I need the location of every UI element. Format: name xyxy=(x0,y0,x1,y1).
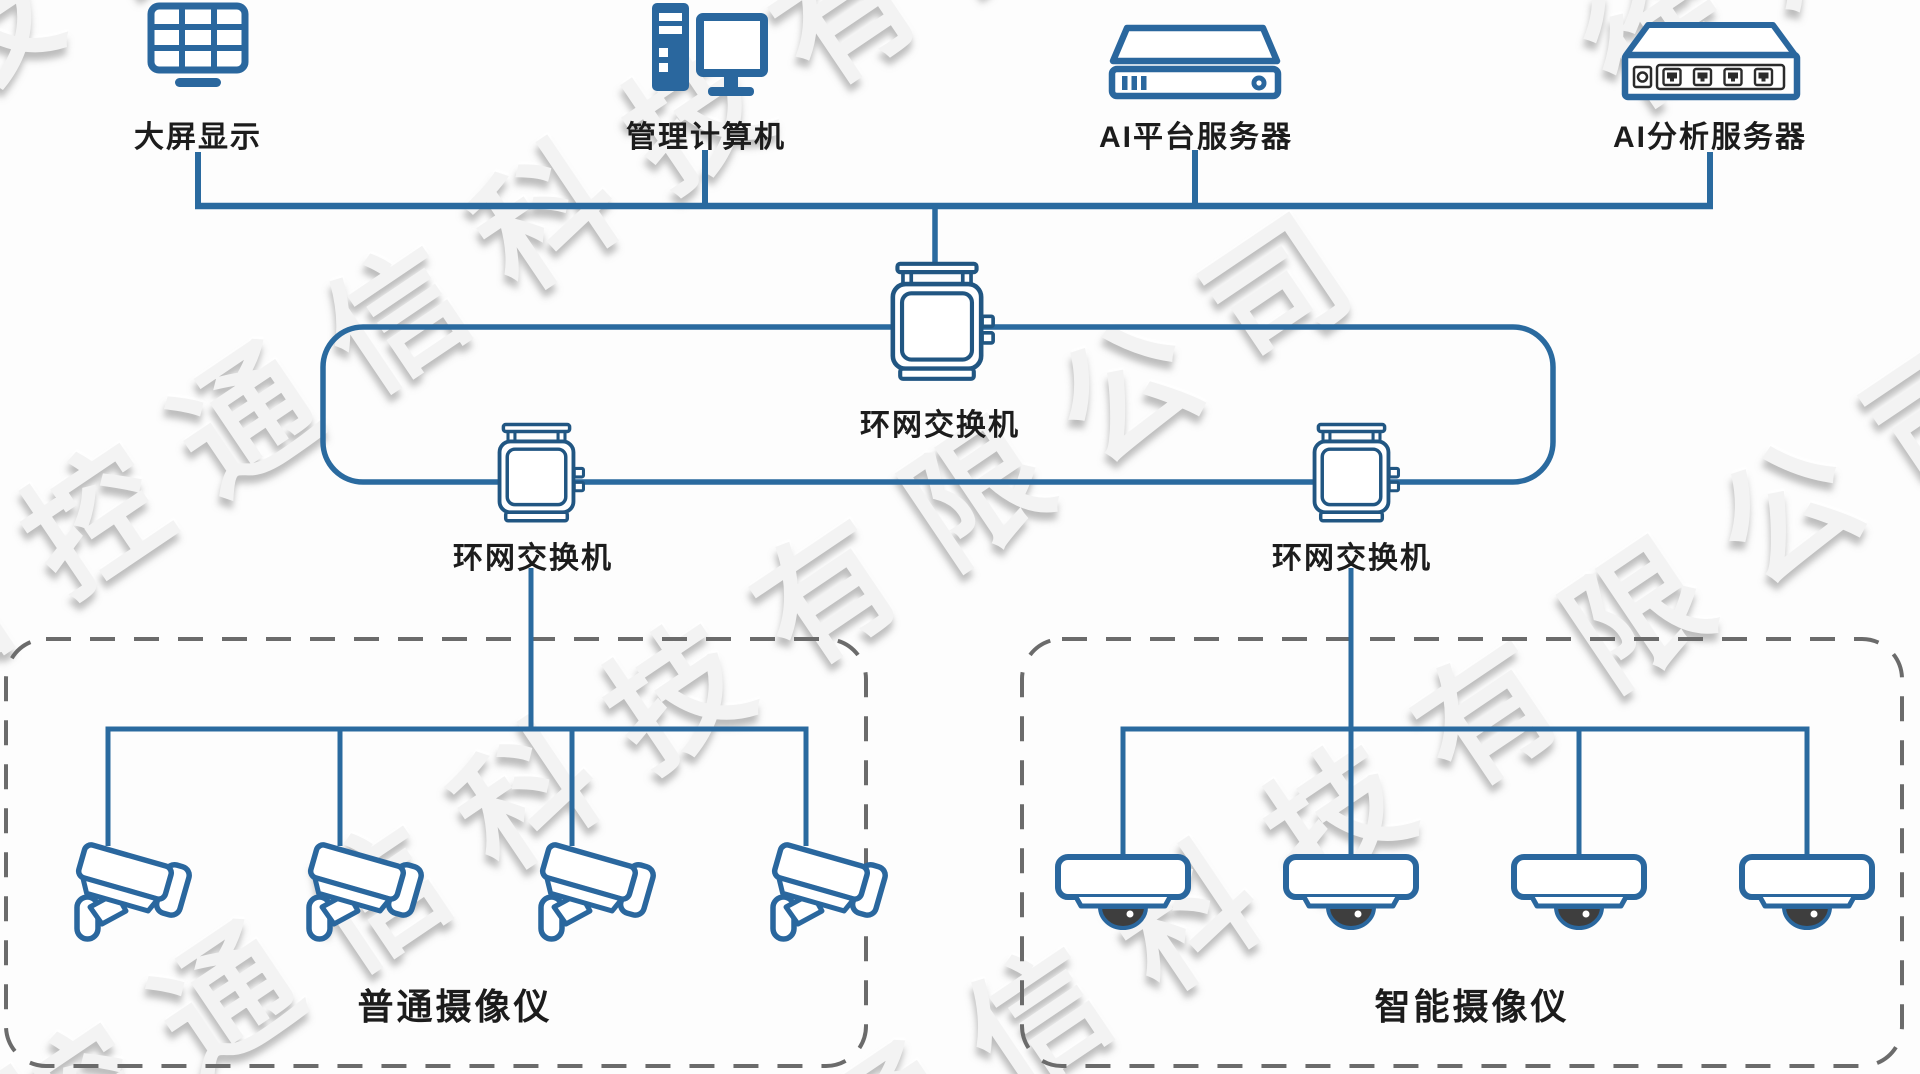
dome-camera-icon xyxy=(1514,857,1644,928)
ordinary-cameras-group-box xyxy=(4,637,868,1068)
bullet-camera-icon xyxy=(305,839,423,939)
dome-camera-icon xyxy=(1058,857,1188,928)
smart-cameras-label: 智能摄像仪 xyxy=(1374,986,1570,1027)
bullet-camera-icon xyxy=(73,839,191,939)
camera-distribution-connectors xyxy=(105,568,1810,860)
dome-camera-icon xyxy=(1286,857,1416,928)
ordinary-camera-drop-lines xyxy=(105,726,809,846)
bullet-camera-icon xyxy=(769,839,887,939)
ordinary-cameras-label: 普通摄像仪 xyxy=(357,986,553,1027)
smart-camera-drop-lines xyxy=(1120,726,1810,858)
ring-switch-right-label: 环网交换机 xyxy=(1272,542,1432,575)
management-computer-label: 管理计算机 xyxy=(626,121,786,154)
ring-switch-core-icon xyxy=(893,264,993,379)
ai-platform-server-label: AI平台服务器 xyxy=(1099,121,1293,154)
ring-switch-left-label: 环网交换机 xyxy=(453,542,613,575)
ring-switch-core-label: 环网交换机 xyxy=(860,409,1020,442)
port-switch-icon xyxy=(1621,22,1801,101)
ring-switch-right-icon xyxy=(1312,422,1401,523)
top-bus-connectors xyxy=(195,150,1713,272)
bullet-camera-icon xyxy=(537,839,655,939)
rack-server-icon xyxy=(1108,24,1282,100)
ai-analysis-server-label: AI分析服务器 xyxy=(1613,121,1807,154)
video-wall-icon xyxy=(147,2,249,87)
dome-camera-icon xyxy=(1742,857,1872,928)
desktop-computer-icon xyxy=(652,3,768,96)
smart-cameras-group-box xyxy=(1020,637,1904,1068)
video-wall-label: 大屏显示 xyxy=(134,121,262,154)
ring-switch-left-icon xyxy=(497,422,586,523)
